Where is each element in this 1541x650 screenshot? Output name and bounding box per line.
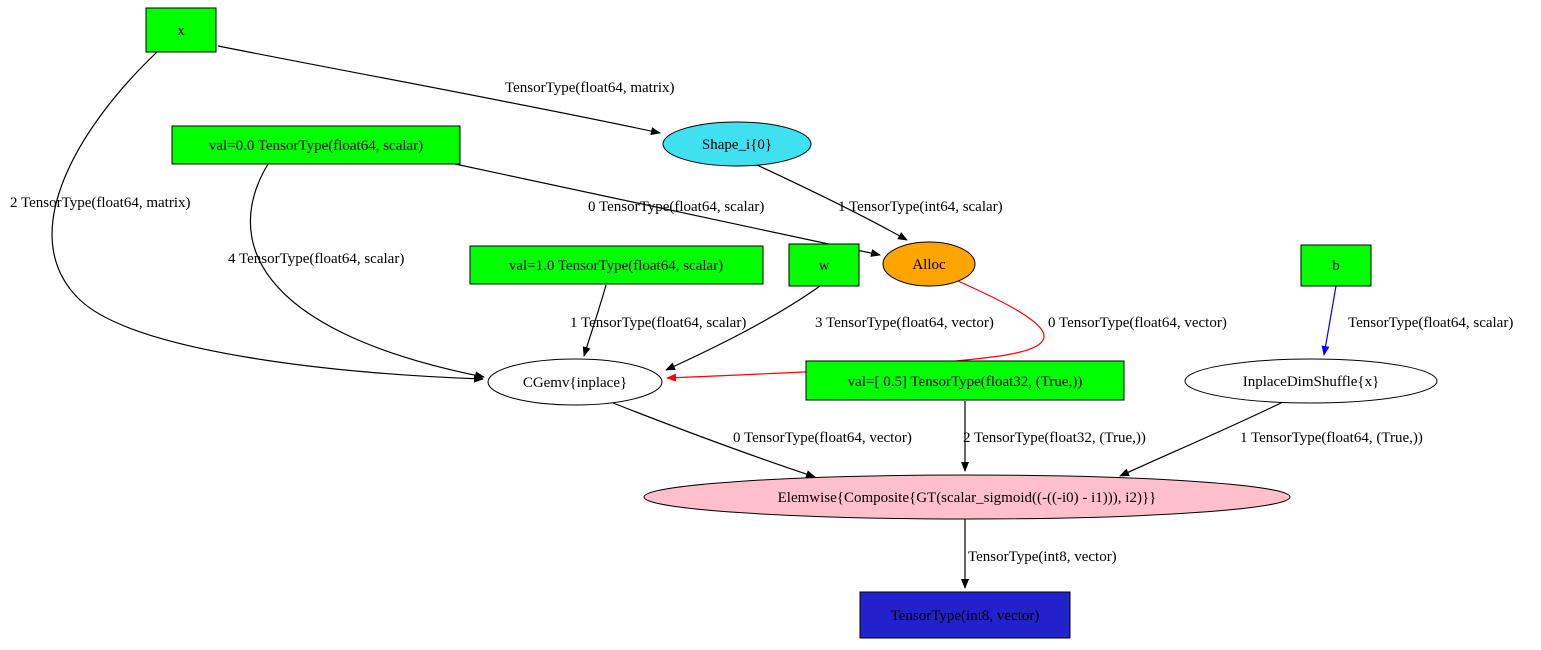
edge-valone-to-cgemv: 1 TensorType(float64, scalar) (570, 284, 746, 357)
edge-label: TensorType(float64, matrix) (505, 80, 675, 96)
node-box (469, 245, 764, 285)
edge-label: 0 TensorType(float64, scalar) (588, 199, 764, 215)
edge-line (666, 280, 1045, 382)
edge-line (1119, 401, 1284, 477)
edge-label: 0 TensorType(float64, vector) (733, 430, 912, 446)
node-box (859, 591, 1071, 639)
node-ellipse (487, 358, 663, 406)
node-label: InplaceDimShuffle{x} (1243, 374, 1380, 390)
node-label: val=0.0 TensorType(float64, scalar) (209, 138, 423, 154)
node-label: x (177, 23, 185, 39)
edge-cgemv-to-elemwise: 0 TensorType(float64, vector) (612, 402, 912, 478)
edge-line (1321, 285, 1337, 356)
node-box (805, 360, 1125, 401)
edge-shape-to-alloc: 1 TensorType(int64, scalar) (756, 164, 1003, 241)
node-b: b (1300, 244, 1372, 287)
edge-label: 1 TensorType(float64, scalar) (570, 315, 746, 331)
node-x: x (145, 7, 217, 53)
edge-line (612, 402, 816, 478)
node-box (145, 7, 217, 53)
edge-w-to-cgemv: 3 TensorType(float64, vector) (665, 285, 994, 371)
edge-line (217, 45, 661, 136)
edge-label: TensorType(float64, scalar) (1348, 315, 1513, 331)
node-val-zero: val=0.0 TensorType(float64, scalar) (171, 125, 461, 165)
node-elemwise: Elemwise{Composite{GT(scalar_sigmoid((-(… (643, 474, 1291, 520)
edge-x-to-shape: TensorType(float64, matrix) (217, 45, 675, 136)
node-ellipse (882, 241, 976, 287)
edge-line (756, 164, 908, 241)
edge-label: 2 TensorType(float64, matrix) (10, 195, 191, 211)
node-label: val=[ 0.5] TensorType(float32, (True,)) (848, 374, 1083, 390)
node-ellipse (643, 474, 1291, 520)
node-ellipse (1184, 358, 1438, 404)
node-ellipse (662, 121, 812, 167)
edge-line (249, 163, 485, 380)
node-box (788, 243, 860, 287)
edge-alloc-to-cgemv: 0 TensorType(float64, vector) (666, 280, 1227, 382)
edge-dimshuffle-to-elemwise: 1 TensorType(float64, (True,)) (1119, 401, 1423, 477)
edge-b-to-dimshuffle: TensorType(float64, scalar) (1321, 285, 1513, 356)
node-label: TensorType(int8, vector) (891, 608, 1040, 624)
node-label: Elemwise{Composite{GT(scalar_sigmoid((-(… (778, 490, 1157, 506)
edge-valzero-to-alloc: 0 TensorType(float64, scalar) (454, 163, 881, 257)
node-box (1300, 244, 1372, 287)
edge-valzero-to-cgemv: 4 TensorType(float64, scalar) (228, 163, 485, 380)
node-alloc: Alloc (882, 241, 976, 287)
node-label: Alloc (912, 257, 946, 273)
edge-label: 2 TensorType(float32, (True,)) (963, 430, 1146, 446)
node-val-one: val=1.0 TensorType(float64, scalar) (469, 245, 764, 285)
node-label: w (819, 258, 830, 274)
edge-label: TensorType(int8, vector) (968, 549, 1117, 565)
edge-label: 3 TensorType(float64, vector) (815, 315, 994, 331)
edge-label: 0 TensorType(float64, vector) (1048, 315, 1227, 331)
edge-label: 1 TensorType(int64, scalar) (838, 199, 1003, 215)
node-label: CGemv{inplace} (523, 375, 627, 391)
edge-x-to-cgemv: 2 TensorType(float64, matrix) (10, 51, 484, 383)
node-w: w (788, 243, 860, 287)
node-label: val=1.0 TensorType(float64, scalar) (509, 258, 723, 274)
edge-elemwise-to-output: TensorType(int8, vector) (961, 519, 1117, 589)
node-label: Shape_i{0} (702, 137, 772, 153)
edge-line (665, 285, 821, 371)
node-output: TensorType(int8, vector) (859, 591, 1071, 639)
edge-line (582, 284, 607, 357)
edge-line (51, 51, 484, 383)
node-cgemv: CGemv{inplace} (487, 358, 663, 406)
edge-label: 1 TensorType(float64, (True,)) (1240, 430, 1423, 446)
node-shape-i: Shape_i{0} (662, 121, 812, 167)
node-dimshuffle: InplaceDimShuffle{x} (1184, 358, 1438, 404)
node-box (171, 125, 461, 165)
edge-label: 4 TensorType(float64, scalar) (228, 251, 404, 267)
edge-valhalf-to-elemwise: 2 TensorType(float32, (True,)) (961, 401, 1146, 472)
node-label: b (1332, 258, 1340, 274)
node-val-half: val=[ 0.5] TensorType(float32, (True,)) (805, 360, 1125, 401)
